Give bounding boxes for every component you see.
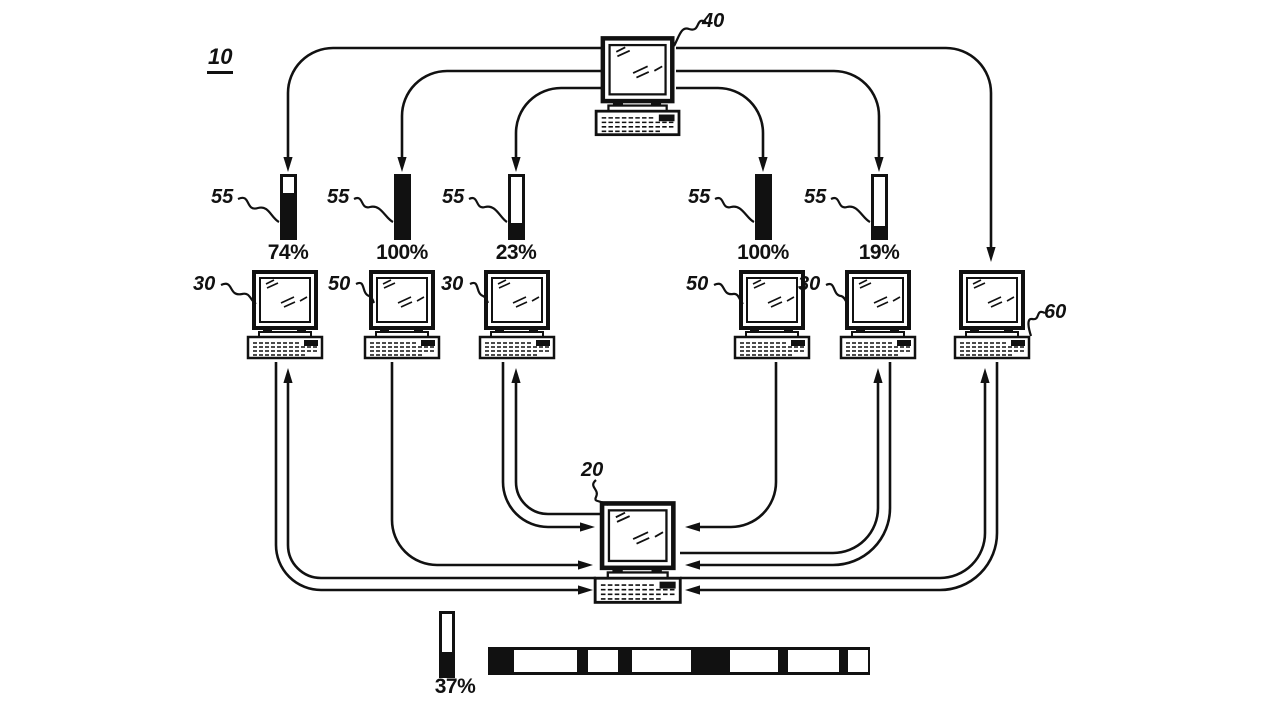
- percent-label-2: 100%: [376, 241, 428, 264]
- leader-line-55-1: [237, 196, 280, 223]
- arrow-central-to-client-5: [680, 368, 883, 555]
- ref-label-55-3: 55: [442, 186, 465, 208]
- ref-label-50-2: 50: [686, 273, 709, 295]
- percent-label-3: 23%: [495, 241, 537, 264]
- ref-label-50-1: 50: [328, 273, 351, 295]
- computer-icon-client-6: [953, 270, 1031, 360]
- bottom-progress-bar-fill: [442, 652, 452, 675]
- leader-line-55-3: [468, 196, 508, 223]
- progress-bar-4-fill: [758, 177, 769, 237]
- leader-line-60: [1027, 310, 1046, 337]
- ref-label-30-1: 30: [193, 273, 216, 295]
- ref-label-30-3: 30: [798, 273, 821, 295]
- ref-label-55-1: 55: [211, 186, 234, 208]
- progress-bar-5: [871, 174, 888, 240]
- leader-line-30-1: [220, 282, 257, 305]
- computer-icon-source-40: [596, 38, 679, 134]
- arrow-client-6-to-central: [685, 362, 999, 595]
- percent-label-5: 19%: [858, 241, 900, 264]
- ref-label-40: 40: [702, 10, 725, 32]
- arrow-central-to-client-6: [680, 368, 990, 580]
- leader-line-20: [592, 479, 609, 506]
- leader-line-55-5: [830, 196, 871, 223]
- leader-line-55-2: [353, 196, 394, 223]
- fragmentation-bar: [488, 647, 870, 675]
- file-block: [588, 650, 618, 672]
- bottom-progress-bar: [439, 611, 455, 678]
- leader-line-30-3: [825, 282, 849, 305]
- progress-bar-1-fill: [283, 192, 294, 237]
- file-block: [730, 650, 778, 672]
- ref-label-20: 20: [581, 459, 604, 481]
- file-block: [632, 650, 691, 672]
- progress-bar-3: [508, 174, 525, 240]
- file-block: [514, 650, 577, 672]
- ref-label-55-2: 55: [327, 186, 350, 208]
- ref-label-60: 60: [1044, 301, 1067, 323]
- leader-line-50-1: [355, 281, 376, 304]
- progress-bar-3-fill: [511, 223, 522, 237]
- progress-bar-2: [394, 174, 411, 240]
- file-block: [788, 650, 839, 672]
- arrow-source-to-client-6: [676, 46, 996, 262]
- arrow-source-to-bar-1: [283, 46, 602, 172]
- leader-line-30-2: [469, 281, 490, 304]
- arrow-client-3-to-central: [501, 362, 595, 532]
- arrow-client-2-to-central: [390, 362, 593, 570]
- computer-icon-client-1: [246, 270, 324, 360]
- progress-bar-5-fill: [874, 225, 885, 237]
- computer-icon-client-2: [363, 270, 441, 360]
- arrow-source-to-bar-2: [397, 69, 602, 172]
- computer-icon-client-3: [478, 270, 556, 360]
- progress-bar-1: [280, 174, 297, 240]
- ref-label-30-2: 30: [441, 273, 464, 295]
- bottom-percent-label: 37%: [434, 675, 476, 698]
- arrow-source-to-bar-4: [676, 86, 768, 172]
- arrow-source-to-bar-5: [676, 69, 884, 172]
- file-block: [848, 650, 868, 672]
- computer-icon-client-5: [839, 270, 917, 360]
- ref-label-55-4: 55: [688, 186, 711, 208]
- arrow-central-to-client-1: [283, 368, 596, 580]
- arrow-client-1-to-central: [274, 362, 593, 595]
- arrow-central-to-client-3: [511, 368, 600, 516]
- leader-line-55-4: [714, 196, 755, 223]
- percent-label-1: 74%: [267, 241, 309, 264]
- figure-number-label: 10: [207, 44, 234, 74]
- arrow-client-5-to-central: [685, 362, 892, 570]
- leader-line-50-2: [713, 282, 744, 305]
- arrow-source-to-bar-3: [511, 86, 602, 172]
- leader-line-40: [673, 19, 707, 47]
- progress-bar-2-fill: [397, 177, 408, 237]
- progress-bar-4: [755, 174, 772, 240]
- percent-label-4: 100%: [737, 241, 789, 264]
- ref-label-55-5: 55: [804, 186, 827, 208]
- arrow-client-4-to-central: [685, 362, 778, 532]
- computer-icon-central-20: [595, 503, 680, 602]
